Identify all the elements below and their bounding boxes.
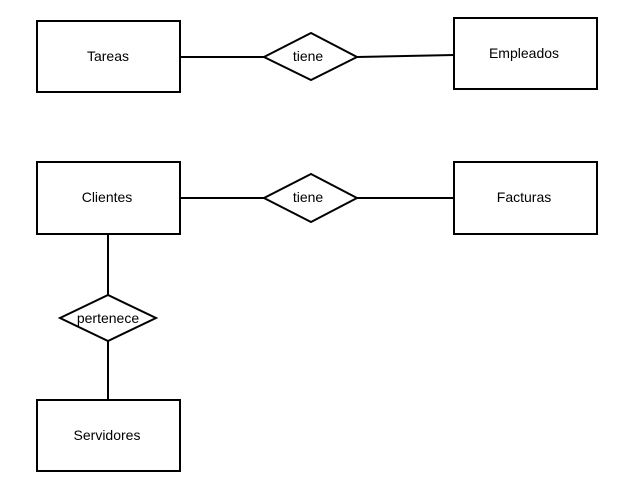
entity-tareas[interactable]: Tareas (36, 20, 181, 93)
relationship-tareas-empleados[interactable]: tiene (261, 31, 360, 82)
entity-empleados[interactable]: Empleados (453, 17, 598, 90)
entity-facturas-label: Facturas (497, 189, 551, 205)
entity-servidores[interactable]: Servidores (36, 399, 181, 472)
relationship-clientes-facturas-label: tiene (293, 189, 324, 205)
relationship-clientes-servidores[interactable]: pertenece (57, 293, 159, 343)
entity-clientes-label: Clientes (82, 189, 133, 205)
entity-clientes[interactable]: Clientes (36, 161, 181, 235)
relationship-clientes-facturas[interactable]: tiene (261, 172, 360, 224)
entity-servidores-label: Servidores (74, 427, 141, 443)
entity-empleados-label: Empleados (489, 45, 559, 61)
connector-tiene-empleados (356, 54, 455, 58)
entity-facturas[interactable]: Facturas (453, 161, 598, 235)
relationship-tareas-empleados-label: tiene (293, 48, 324, 64)
entity-tareas-label: Tareas (87, 48, 129, 64)
relationship-clientes-servidores-label: pertenece (77, 310, 139, 326)
